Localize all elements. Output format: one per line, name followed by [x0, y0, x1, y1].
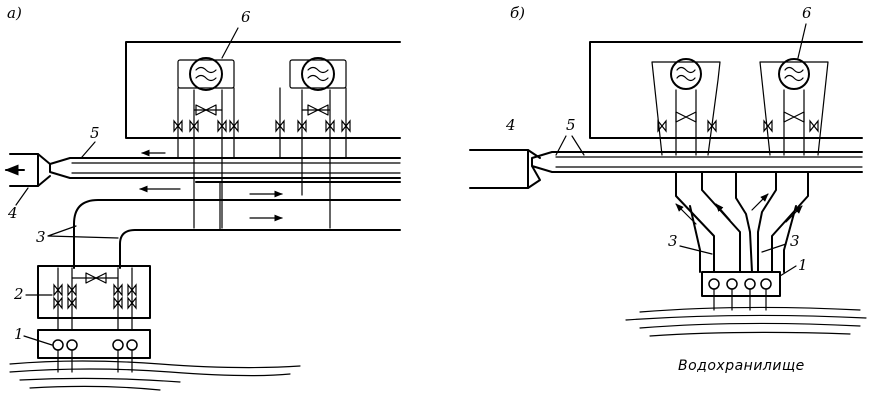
panel-b-letter: б) [510, 4, 525, 22]
panel-b: б) [469, 4, 867, 374]
label-5-a: 5 [90, 124, 100, 142]
powerhouse-b [589, 41, 863, 139]
unit-b-right [759, 58, 829, 156]
powerhouse-a [125, 41, 401, 139]
label-6-b: 6 [802, 4, 812, 22]
panel-a: a) [4, 4, 401, 391]
label-5-b: 5 [566, 116, 576, 134]
conduit-5-a [9, 153, 401, 187]
label-3-b-right: 3 [790, 232, 800, 250]
pump-box-1-b [701, 271, 781, 311]
reservoir-caption: Водохранилище [678, 358, 805, 374]
labels-b: 6 4 5 3 3 1 [505, 4, 812, 277]
panel-a-letter: a) [7, 4, 22, 22]
labels-a: 6 5 4 3 2 1 [7, 8, 251, 346]
label-4-a: 4 [7, 204, 18, 222]
label-6-a: 6 [241, 8, 251, 26]
label-3-a: 3 [36, 228, 46, 246]
label-2-a: 2 [13, 285, 24, 303]
unit-a-right [289, 57, 347, 116]
feed-valves-a [173, 120, 351, 132]
unit-b-left [651, 58, 721, 156]
conduit-5-b [469, 149, 863, 189]
water-surface-b [625, 306, 867, 337]
feed-valves-b [657, 120, 819, 132]
label-1-b: 1 [798, 256, 808, 274]
label-3-b-left: 3 [668, 232, 678, 250]
conduit-lower-a [73, 181, 401, 269]
water-surface-a [9, 360, 301, 391]
valve-box-2 [37, 265, 151, 331]
unit-a-left [177, 57, 235, 116]
pump-box-1 [37, 329, 151, 373]
flow-arrows-a [4, 149, 283, 222]
label-4-b: 4 [505, 116, 516, 134]
label-1-a: 1 [14, 325, 24, 343]
flow-arrows-b [675, 193, 803, 225]
pipes-3-b [675, 171, 809, 273]
